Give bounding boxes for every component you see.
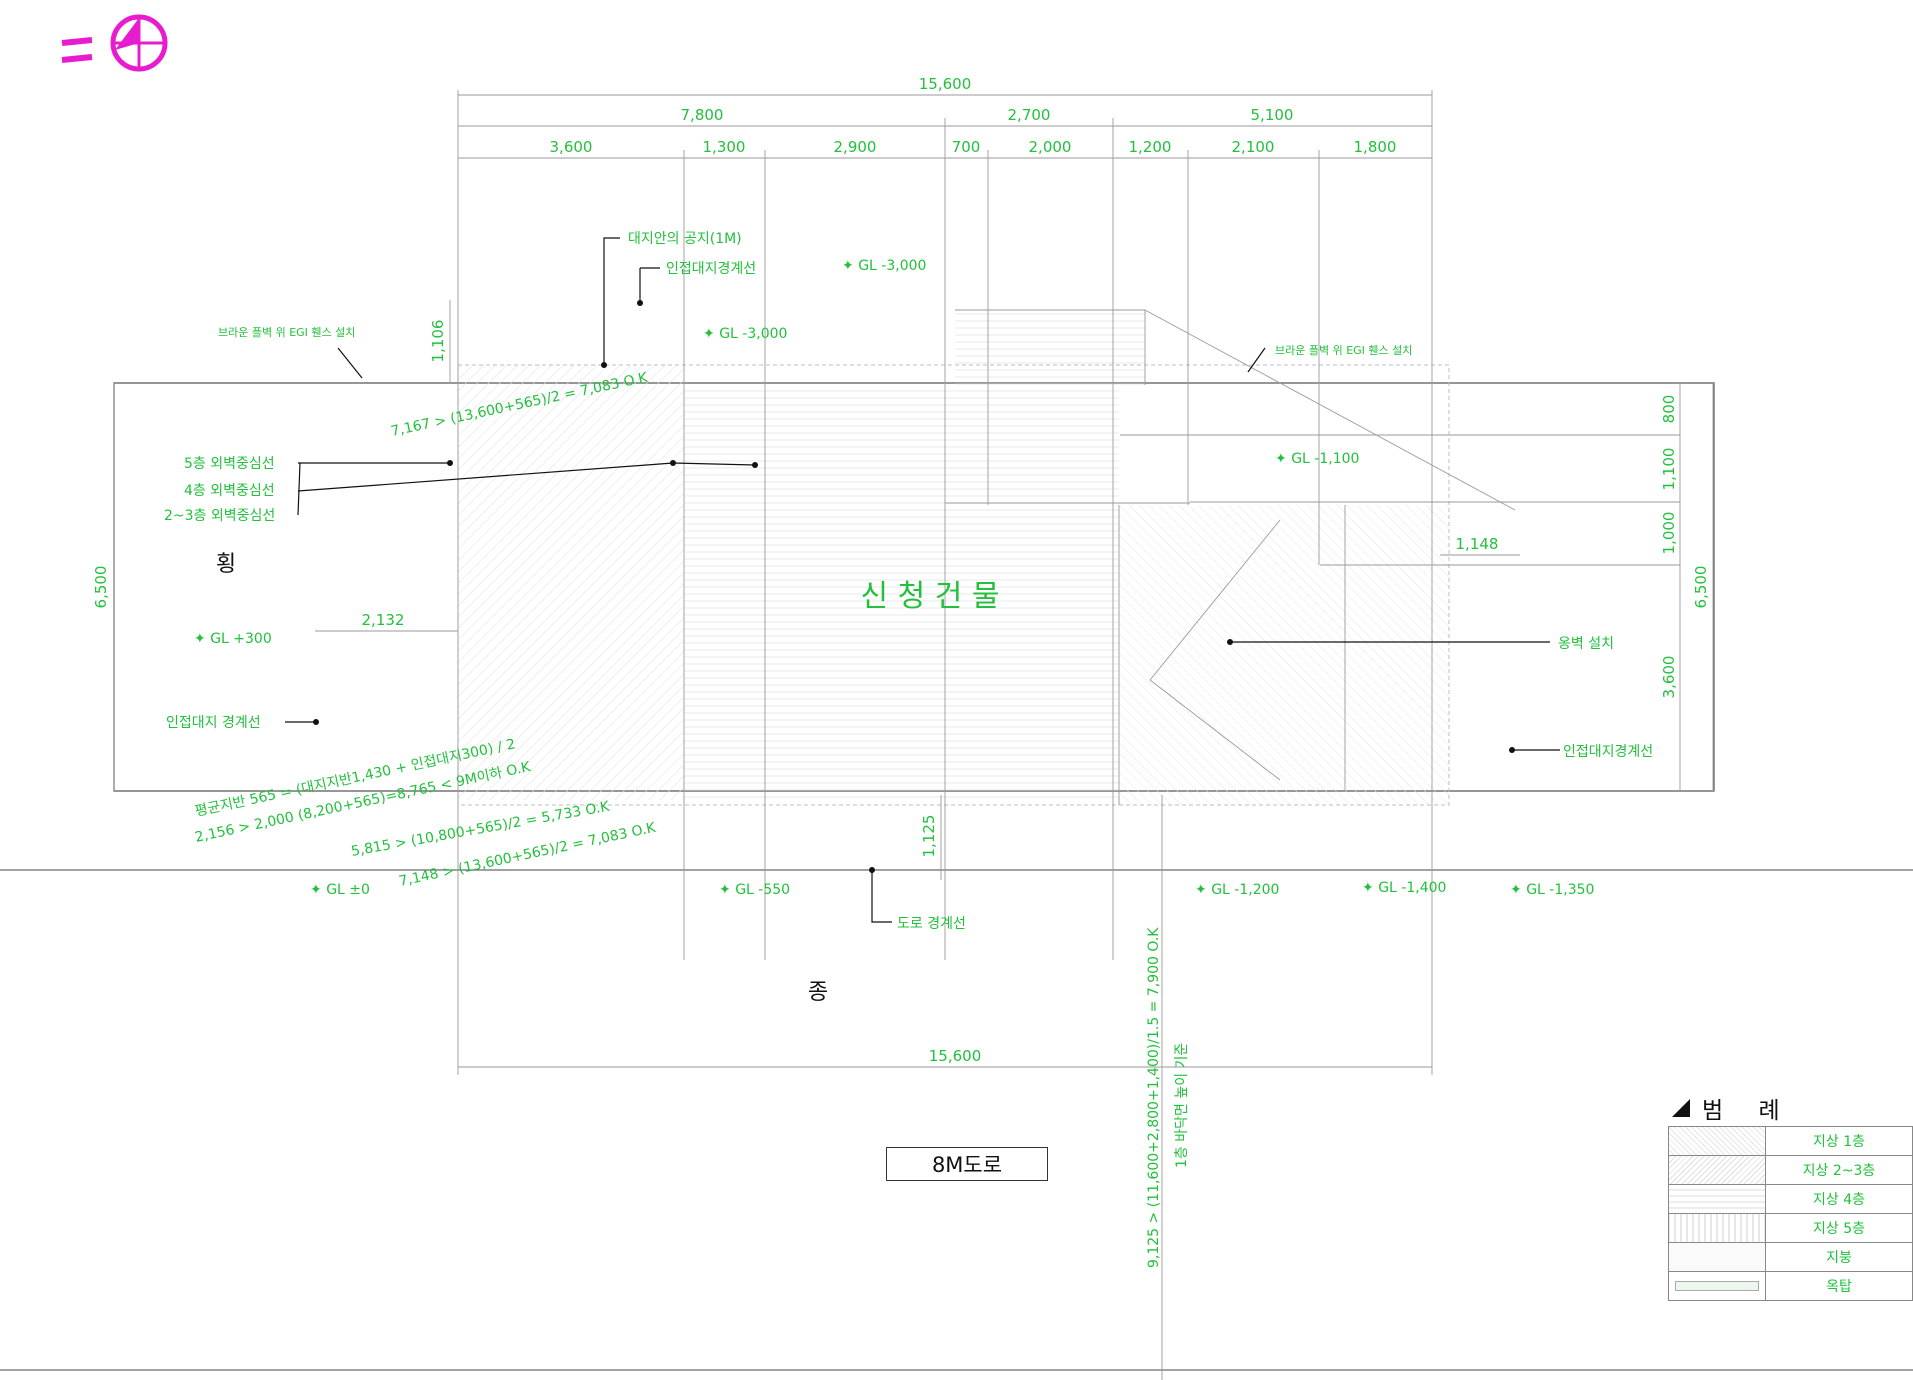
gl-bottom-r3: ✦ GL -1,350 [1510,882,1594,898]
dim-1148: 1,148 [1456,535,1499,553]
legend-title-text: 범 례 [1702,1098,1794,1124]
dim-bottom-total: 15,600 [929,1047,982,1065]
dim-top-total: 15,600 [919,75,972,93]
legend-item-label: 지붕 [1765,1242,1913,1272]
dim-left: 6,500 [92,566,110,609]
gl-top-right: ✦ GL -3,000 [842,258,926,274]
note-road-boundary: 도로 경계선 [897,916,966,932]
note-adjacent-left: 인접대지 경계선 [166,715,261,731]
legend: 범 례 지상 1층 지상 2~3층 지상 4층 지상 5층 지붕 옥탑 [1668,1090,1913,1301]
dim-right-4: 3,600 [1660,656,1678,699]
legend-table: 지상 1층 지상 2~3층 지상 4층 지상 5층 지붕 옥탑 [1668,1126,1913,1301]
dim-top-row3-3: 2,900 [834,138,877,156]
dim-top-row3-4: 700 [952,138,981,156]
grid-lines [457,90,1433,1380]
dim-right-total: 6,500 [1692,566,1710,609]
axis-horizontal-label: 횡 [216,552,236,577]
dim-2132: 2,132 [362,611,405,629]
legend-swatch [1668,1155,1766,1185]
dim-1125: 1,125 [920,815,938,858]
note-calc-vertical-1: 9,125 > (11,600+2,800+1,400)/1.5 = 7,900… [1146,927,1162,1268]
note-calc-vertical-2: 1층 바닥면 높이 기준 [1174,1043,1190,1168]
legend-swatch [1668,1126,1766,1156]
legend-row: 옥탑 [1668,1271,1913,1301]
legend-item-label: 지상 4층 [1765,1184,1913,1214]
note-site-distance: 대지안의 공지(1M) [628,231,742,247]
dim-1106: 1,106 [429,320,447,363]
note-fence-right: 브라운 플벽 위 EGI 휀스 설치 [1275,344,1412,357]
north-arrow-icon [61,14,168,72]
gl-bottom-r1: ✦ GL -1,200 [1195,882,1279,898]
dim-right-3: 1,000 [1660,512,1678,555]
legend-marker-icon [1672,1099,1690,1117]
legend-swatch [1668,1213,1766,1243]
leader-lines [285,237,1560,923]
legend-item-label: 지상 5층 [1765,1213,1913,1243]
dim-right-2: 1,100 [1660,448,1678,491]
dim-top-row3-1: 3,600 [550,138,593,156]
legend-row: 지붕 [1668,1242,1913,1272]
dim-top-row3-7: 2,100 [1232,138,1275,156]
building-label: 신 청 건 물 [860,579,999,614]
legend-swatch [1668,1184,1766,1214]
road-label: 8M도로 [886,1147,1048,1181]
bottom-dimensions: 15,600 [458,1047,1432,1068]
gl-right-mid: ✦ GL -1,100 [1275,451,1359,467]
dim-top-row2-3: 5,100 [1251,106,1294,124]
gl-bottom-mid: ✦ GL -550 [719,882,790,898]
dim-right-1: 800 [1660,395,1678,424]
legend-title: 범 례 [1668,1090,1913,1126]
ground-level-markers: ✦ GL -3,000 ✦ GL -3,000 ✦ GL -1,100 ✦ GL… [194,258,1594,898]
legend-row: 지상 5층 [1668,1213,1913,1243]
note-adjacent-right: 인접대지경계선 [1563,744,1653,760]
legend-row: 지상 4층 [1668,1184,1913,1214]
top-dimensions: 15,600 7,800 2,700 5,100 3,600 1,300 2,9… [458,75,1432,159]
dim-top-row3-5: 2,000 [1029,138,1072,156]
dim-top-row2-1: 7,800 [681,106,724,124]
note-line-23f: 2~3층 외벽중심선 [164,508,275,524]
legend-item-label: 지상 2~3층 [1765,1155,1913,1185]
legend-item-label: 옥탑 [1765,1271,1913,1301]
legend-row: 지상 2~3층 [1668,1155,1913,1185]
note-line-4f: 4층 외벽중심선 [184,483,275,499]
note-fence-left: 브라운 플벽 위 EGI 휀스 설치 [218,326,355,339]
gl-bottom-r2: ✦ GL -1,400 [1362,880,1446,896]
axis-vertical-label: 종 [808,980,828,1005]
dim-top-row3-8: 1,800 [1354,138,1397,156]
note-line-5f: 5층 외벽중심선 [184,456,275,472]
gl-left: ✦ GL +300 [194,631,272,647]
dim-top-row2-2: 2,700 [1008,106,1051,124]
legend-row: 지상 1층 [1668,1126,1913,1156]
dim-top-row3-6: 1,200 [1129,138,1172,156]
note-retaining-wall: 옹벽 설치 [1558,636,1614,652]
side-dimensions: 6,500 6,500 800 1,100 1,000 3,600 1,106 … [92,300,1714,880]
note-adjacent-top: 인접대지경계선 [666,261,756,277]
dim-top-row3-2: 1,300 [703,138,746,156]
legend-swatch [1668,1242,1766,1272]
gl-bottom-left: ✦ GL ±0 [310,882,370,898]
gl-top-mid: ✦ GL -3,000 [703,326,787,342]
legend-item-label: 지상 1층 [1765,1126,1913,1156]
legend-swatch [1668,1271,1766,1301]
